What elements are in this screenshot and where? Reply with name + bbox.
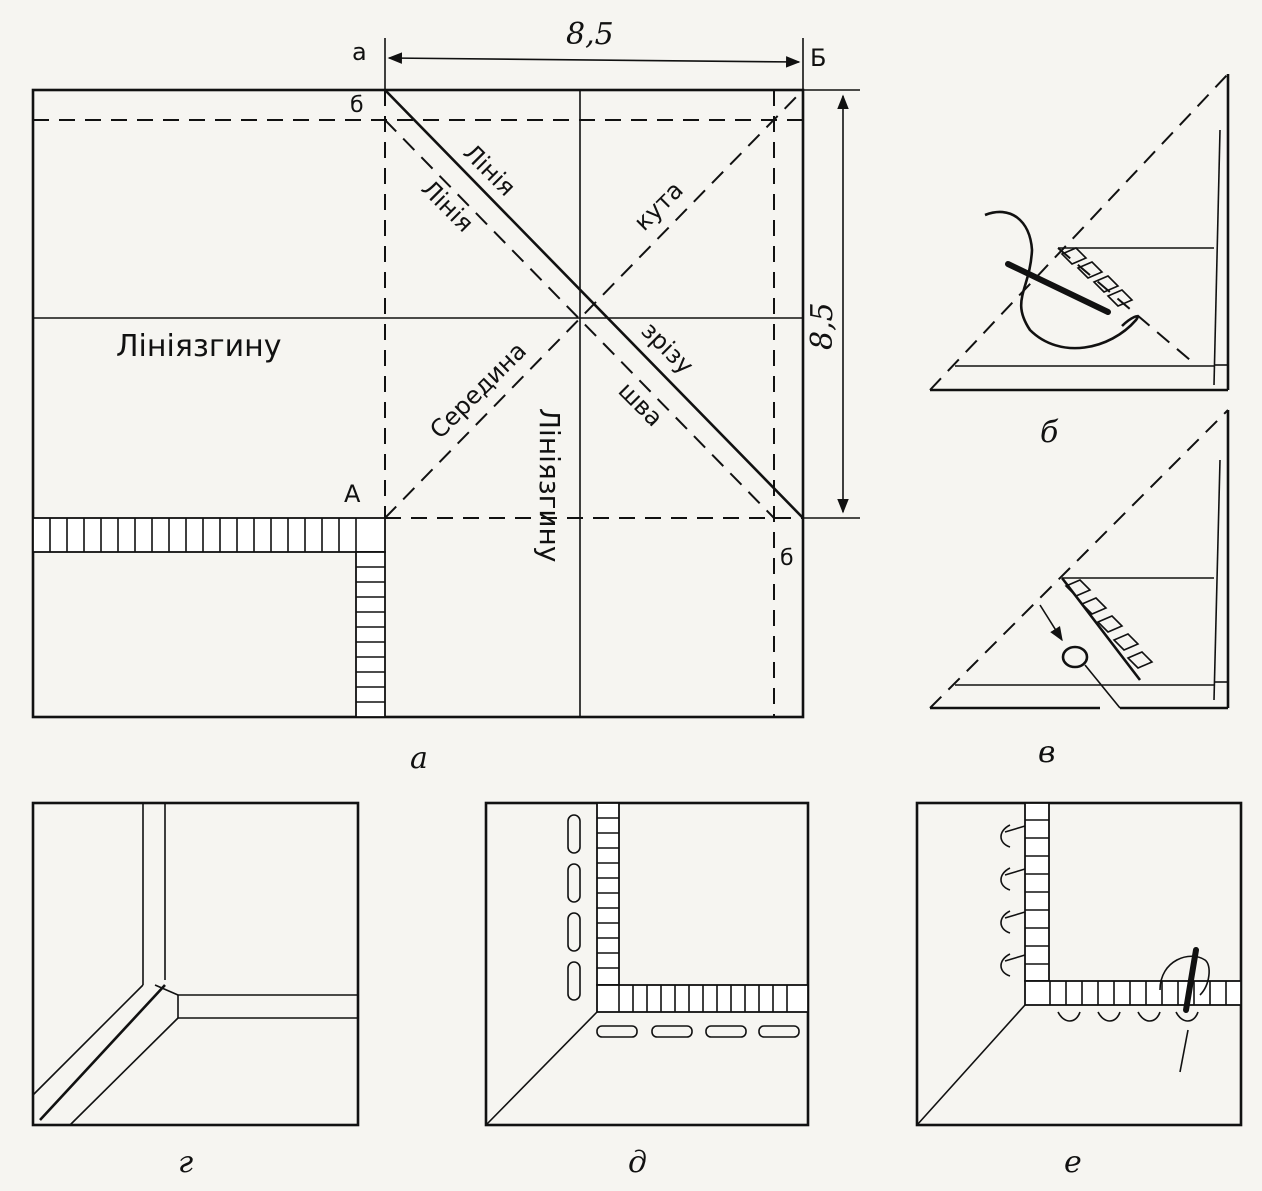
figure-v-caption: в: [1038, 735, 1055, 770]
point-B-label: Б: [810, 44, 826, 72]
thread-loop-icon: [1061, 645, 1089, 669]
point-b-bottom-label: б: [780, 546, 794, 571]
dimension-top-label: 8,5: [566, 17, 614, 52]
hatched-hem-horizontal: [32, 517, 386, 553]
shva-label: шва: [613, 376, 669, 432]
figure-e-caption: е: [1064, 1145, 1082, 1180]
figure-a: 8,5 8,5 а Б б А б Лінія Лінія кута зрізу…: [31, 17, 860, 776]
zrizu-label: зрізу: [636, 316, 699, 379]
hatched-hem-vertical: [355, 551, 386, 718]
stitch-arrow-icon: [1039, 604, 1063, 642]
point-b-top-label: б: [350, 93, 364, 118]
figure-g-caption: г: [178, 1145, 193, 1180]
figure-g: г: [31, 801, 360, 1180]
figure-d: д: [484, 801, 810, 1180]
point-A-label: А: [344, 480, 361, 508]
seredyna-label: Середина: [424, 337, 532, 445]
dashed-angle-middle: [384, 89, 804, 519]
figure-v: в: [929, 409, 1230, 770]
fold-line-horizontal-label: Лініязгину: [116, 329, 281, 364]
marker-1-leader: [1179, 1029, 1189, 1073]
point-a-label: а: [352, 38, 367, 66]
needle-icon-e: [1183, 947, 1199, 1013]
figure-b: б: [929, 73, 1230, 450]
kuta-label: кута: [628, 176, 688, 236]
liniia-label-1: Лінія: [458, 138, 521, 201]
fold-line-vertical-label: Лініязгину: [533, 408, 566, 562]
dashed-seam-line: [384, 119, 775, 519]
needle-icon: [1005, 261, 1111, 315]
figure-d-caption: д: [628, 1145, 647, 1180]
figure-e: е: [915, 801, 1243, 1180]
thread-icon: [984, 210, 1139, 350]
dimension-right-label: 8,5: [805, 302, 840, 350]
thread-icon-e: [1159, 955, 1210, 996]
dimension-arrow-top: [387, 52, 801, 68]
figure-b-caption: б: [1040, 415, 1059, 450]
fabric-outline: [31, 88, 805, 719]
figure-a-caption: а: [410, 741, 428, 776]
